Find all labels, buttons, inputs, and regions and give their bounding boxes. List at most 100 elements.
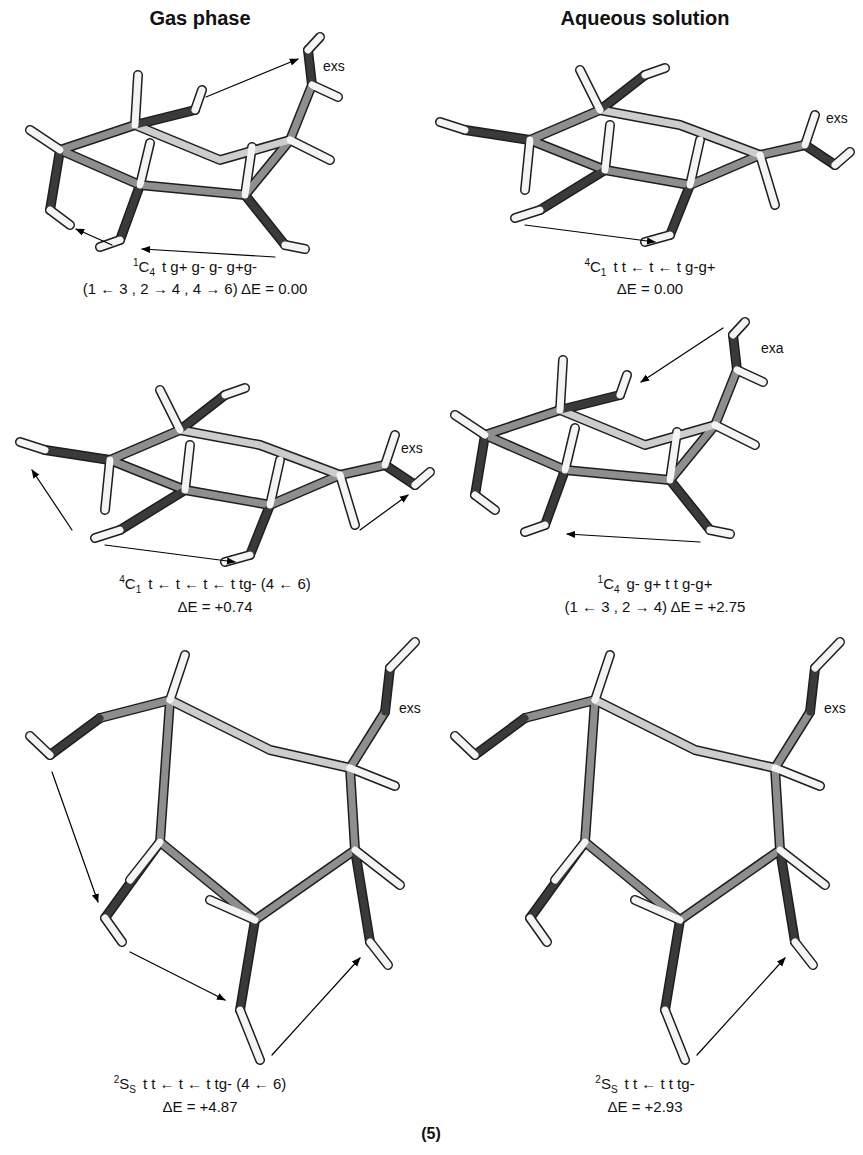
conformer-label: S: [129, 1084, 136, 1095]
substituent-tag-line: exs: [322, 58, 346, 74]
hbond-arrow: [105, 545, 235, 562]
ring-oxygen-bonds: [135, 125, 290, 160]
hbond-arrow: [142, 249, 275, 257]
conformer-label: t t ← t ← t tg- (4 ← 6): [143, 1075, 286, 1092]
figure-number: (5): [421, 1125, 441, 1142]
conformer-label: 4: [119, 574, 125, 585]
conformer-model: [455, 322, 763, 542]
oxygen-bonds: [45, 395, 415, 555]
hbond-arrow: [525, 225, 655, 242]
conformer-label-line: 4C1 t t ← t ← t g-g+: [584, 258, 715, 276]
hbond-arrow: [567, 534, 700, 542]
conformer-label: 4: [149, 267, 155, 278]
substituent-tag-line: exs: [400, 440, 424, 456]
hbond-arrow: [52, 772, 98, 902]
substituent-tag-line: exs: [823, 700, 847, 716]
hbond-arrow: [130, 952, 225, 1000]
conformer-label: S: [601, 1075, 611, 1092]
hbond-arrow: [697, 958, 785, 1055]
hydrogen-bonds: [30, 37, 338, 249]
column-heading-line: Gas phase: [149, 6, 250, 30]
conformer-label: t g+ g- g- g+g-: [162, 258, 257, 275]
oxygen-bonds: [475, 335, 737, 530]
hbond-arrow: [641, 328, 723, 382]
energy-label-line: ΔE = +0.74: [177, 598, 252, 616]
conformer-label: 1: [598, 574, 604, 585]
conformer-label: 2: [595, 1074, 601, 1085]
hbond-arrow: [206, 59, 298, 97]
hydrogen-bonds: [455, 642, 840, 1060]
conformer-model: [455, 642, 840, 1060]
conformer-label: 1: [136, 584, 142, 595]
hydrogen-bonds: [20, 388, 430, 562]
bond-outline: [455, 322, 763, 534]
conformer-label: 2: [114, 1074, 120, 1085]
ring-oxygen-bonds: [180, 430, 340, 475]
energy-label: (1 ← 3 , 2 → 4 , 4 → 6) ΔE = 0.00: [83, 280, 308, 297]
bond-outline: [30, 37, 338, 249]
conformer-label: 4: [614, 584, 620, 595]
hbond-arrow: [32, 470, 72, 530]
ring-oxygen-bonds: [600, 110, 760, 155]
ring-oxygen-bonds: [170, 700, 350, 768]
conformer-label-line: 4C1t ← t ← t ← t tg- (4 ← 6): [119, 575, 311, 593]
substituent-tag: exs: [323, 58, 345, 74]
conformer-label: t t ← t t tg-: [625, 1075, 695, 1092]
conformer-model: [440, 68, 850, 242]
conformer-model: [30, 37, 338, 257]
conformer-label: 1: [133, 257, 139, 268]
hbond-arrow: [76, 229, 112, 245]
bond-outline: [20, 388, 430, 562]
substituent-tag: exs: [826, 110, 848, 126]
hydrogen-bonds: [30, 642, 415, 1060]
carbon-bonds: [485, 370, 737, 480]
substituent-tag-line: exs: [398, 700, 422, 716]
energy-label-line: ΔE = +2.93: [607, 1098, 682, 1116]
conformer-label: 4: [584, 257, 590, 268]
energy-label-line: (1 ← 3 , 2 → 4) ΔE = +2.75: [565, 598, 746, 616]
hydrogen-bonds: [440, 68, 850, 242]
conformer-label: C: [603, 575, 614, 592]
conformer-label: t t ← t ← t g-g+: [613, 258, 715, 275]
conformer-label-line: 2SSt t ← t ← t tg- (4 ← 6): [114, 1075, 287, 1093]
bond-outline: [30, 642, 415, 1060]
carbon-bonds: [525, 700, 810, 920]
conformer-label: C: [139, 258, 150, 275]
conformer-label: C: [590, 258, 601, 275]
substituent-tag: exs: [401, 440, 423, 456]
conformer-model: [20, 388, 430, 562]
substituent-tag: exs: [399, 700, 421, 716]
conformer-label: 1: [601, 267, 607, 278]
conformer-label: S: [611, 1084, 618, 1095]
energy-label-line: ΔE = +4.87: [162, 1098, 237, 1116]
conformer-label-line: 1C4 t g+ g- g- g+g-: [133, 258, 257, 276]
energy-label: ΔE = 0.00: [617, 280, 683, 297]
column-heading-line: Aqueous solution: [561, 6, 730, 30]
oxygen-bonds: [50, 50, 312, 245]
conformer-label: g- g+ t t g-g+: [627, 575, 713, 592]
energy-label-line: (1 ← 3 , 2 → 4 , 4 → 6) ΔE = 0.00: [83, 280, 308, 298]
hbond-arrow: [360, 495, 408, 530]
hbond-arrow: [272, 958, 360, 1055]
substituent-tag: exs: [824, 700, 846, 716]
carbon-bonds: [60, 85, 312, 195]
column-heading: Gas phase: [149, 7, 250, 29]
hydrogen-bonds: [455, 322, 763, 534]
substituent-tag-line: exs: [825, 110, 849, 126]
bond-outline: [455, 642, 840, 1060]
energy-label: ΔE = +4.87: [162, 1098, 237, 1115]
oxygen-bonds: [475, 668, 815, 1010]
figure-number-line: (5): [421, 1125, 441, 1143]
energy-label: (1 ← 3 , 2 → 4) ΔE = +2.75: [565, 598, 746, 615]
energy-label: ΔE = +0.74: [177, 598, 252, 615]
ring-oxygen-bonds: [560, 410, 715, 445]
bond-outline: [440, 68, 850, 242]
conformer-model: [30, 642, 415, 1060]
conformer-label-line: 1C4 g- g+ t t g-g+: [598, 575, 713, 593]
oxygen-bonds: [50, 668, 390, 1010]
energy-label: ΔE = +2.93: [607, 1098, 682, 1115]
conformer-label-line: 2SSt t ← t t tg-: [595, 1075, 694, 1093]
conformer-label: C: [125, 575, 136, 592]
